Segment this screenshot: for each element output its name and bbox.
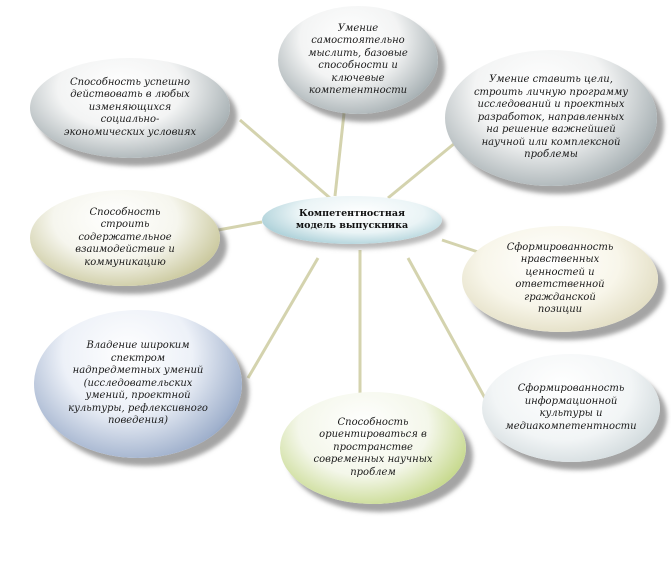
center-line-2: модель выпускника bbox=[295, 220, 409, 231]
bubble-top: Умение самостоятельно мыслить, базовые с… bbox=[278, 6, 438, 114]
bubble-bottom: Способность ориентироваться в пространст… bbox=[280, 392, 466, 504]
connector-top-right bbox=[387, 141, 456, 200]
bubble-low-right-text: Сформированность информационной культуры… bbox=[505, 383, 637, 432]
bubble-top-left-text: Способность успешно действовать в любых … bbox=[63, 76, 197, 138]
bubble-top-right: Умение ставить цели, строить личную прог… bbox=[445, 50, 657, 186]
center-node: Компетентностная модель выпускника bbox=[262, 196, 442, 244]
connector-low-right bbox=[406, 257, 488, 401]
center-node-text: Компетентностная модель выпускника bbox=[296, 208, 408, 233]
connector-mid-right bbox=[441, 238, 479, 254]
bubble-mid-right-text: Сформированность нравственных ценностей … bbox=[506, 241, 614, 316]
bubble-top-text: Умение самостоятельно мыслить, базовые с… bbox=[308, 22, 408, 97]
bubble-low-left-text: Владение широким спектром надпредметных … bbox=[68, 340, 208, 427]
bubble-low-right: Сформированность информационной культуры… bbox=[482, 354, 660, 462]
bubble-top-left: Способность успешно действовать в любых … bbox=[30, 58, 230, 158]
bubble-mid-right: Сформированность нравственных ценностей … bbox=[462, 226, 658, 332]
center-line-1: Компетентностная bbox=[298, 207, 406, 219]
bubble-mid-left-text: Способность строить содержательное взаим… bbox=[75, 206, 175, 268]
bubble-bottom-text: Способность ориентироваться в пространст… bbox=[313, 416, 433, 478]
bubble-top-right-text: Умение ставить цели, строить личную прог… bbox=[473, 74, 629, 161]
connector-low-left bbox=[246, 257, 320, 379]
connector-top-left bbox=[239, 118, 331, 200]
bubble-low-left: Владение широким спектром надпредметных … bbox=[34, 310, 242, 458]
bubble-mid-left: Способность строить содержательное взаим… bbox=[30, 190, 220, 286]
connector-mid-left bbox=[217, 220, 263, 232]
